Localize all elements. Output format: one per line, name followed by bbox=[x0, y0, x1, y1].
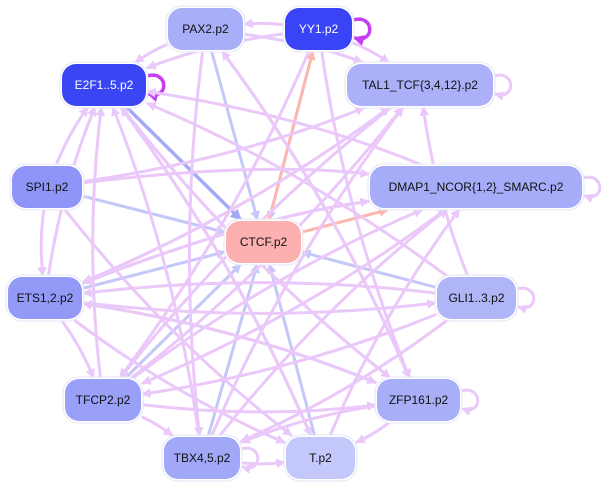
edge-zfp161-to-ets bbox=[82, 300, 377, 384]
node-label: TBX4,5.p2 bbox=[173, 451, 231, 465]
edge-tal1-to-ets bbox=[82, 106, 391, 284]
edge-tfcp2-to-tbx bbox=[141, 415, 174, 437]
edge-gli-to-tbx bbox=[240, 319, 448, 443]
edge-tbx-to-dmap1 bbox=[218, 208, 448, 437]
edge-pax2-to-zfp161 bbox=[221, 50, 411, 379]
node-label: GLI1..3.p2 bbox=[448, 291, 505, 305]
node-label: ETS1,2.p2 bbox=[16, 291, 74, 305]
edge-gli-to-gli bbox=[515, 286, 536, 314]
node-label: TFCP2.p2 bbox=[75, 393, 131, 407]
node-yy1[interactable]: YY1.p2 bbox=[285, 8, 352, 50]
edge-zfp161-to-tbx bbox=[240, 404, 377, 444]
edge-tbx-to-tbx bbox=[239, 446, 260, 474]
node-ctcf[interactable]: CTCF.p2 bbox=[226, 221, 301, 263]
edge-tfcp2-to-zfp161 bbox=[141, 401, 377, 414]
node-label: YY1.p2 bbox=[298, 22, 339, 36]
edge-zfp161-to-t bbox=[355, 421, 390, 444]
edge-gli-to-tfcp2 bbox=[141, 313, 437, 398]
node-gli[interactable]: GLI1..3.p2 bbox=[437, 277, 516, 319]
node-tal1[interactable]: TAL1_TCF{3,4,12}.p2 bbox=[347, 64, 493, 106]
edge-ets-to-gli bbox=[82, 299, 437, 315]
edge-spi1-to-dmap1 bbox=[82, 167, 370, 185]
edge-pax2-to-tbx bbox=[187, 50, 204, 437]
edge-gli-to-ets bbox=[82, 281, 437, 298]
edge-pax2-to-e2f bbox=[134, 43, 168, 64]
edge-tfcp2-to-e2f bbox=[91, 106, 106, 379]
edge-yy1-to-tal1 bbox=[352, 41, 390, 64]
node-spi1[interactable]: SPI1.p2 bbox=[12, 166, 82, 208]
edge-spi1-to-e2f bbox=[55, 106, 89, 166]
edge-tbx-to-t bbox=[240, 458, 286, 469]
node-label: ZFP161.p2 bbox=[388, 393, 449, 407]
edge-ets-to-ctcf bbox=[82, 249, 226, 290]
edge-dmap1-to-e2f bbox=[146, 87, 422, 166]
node-label: T.p2 bbox=[309, 451, 332, 465]
node-dmap1[interactable]: DMAP1_NCOR{1,2}_SMARC.p2 bbox=[370, 166, 582, 208]
node-ets[interactable]: ETS1,2.p2 bbox=[8, 277, 82, 319]
edge-dmap1-to-tfcp2 bbox=[141, 208, 447, 385]
node-tfcp2[interactable]: TFCP2.p2 bbox=[65, 379, 141, 421]
edge-tbx-to-tal1 bbox=[210, 106, 405, 437]
node-label: DMAP1_NCOR{1,2}_SMARC.p2 bbox=[388, 180, 564, 194]
edge-yy1-to-yy1 bbox=[351, 17, 372, 46]
edge-yy1-to-tfcp2 bbox=[118, 50, 311, 379]
node-zfp161[interactable]: ZFP161.p2 bbox=[377, 379, 460, 421]
node-label: SPI1.p2 bbox=[25, 180, 69, 194]
node-t[interactable]: T.p2 bbox=[286, 437, 355, 479]
edge-dmap1-to-dmap1 bbox=[581, 175, 602, 203]
node-label: E2F1..5.p2 bbox=[74, 78, 134, 92]
edge-yy1-to-zfp161 bbox=[320, 50, 411, 379]
edge-spi1-to-tal1 bbox=[82, 106, 366, 183]
edge-tfcp2-to-dmap1 bbox=[132, 208, 424, 379]
edge-zfp161-to-zfp161 bbox=[459, 388, 480, 416]
edge-yy1-to-pax2 bbox=[243, 18, 285, 29]
node-tbx[interactable]: TBX4,5.p2 bbox=[164, 437, 240, 479]
edge-e2f-to-t bbox=[119, 106, 313, 437]
node-label: TAL1_TCF{3,4,12}.p2 bbox=[362, 78, 478, 92]
node-pax2[interactable]: PAX2.p2 bbox=[168, 8, 243, 50]
edge-ets-to-tfcp2 bbox=[60, 319, 95, 379]
edge-gli-to-e2f bbox=[146, 102, 447, 277]
node-label: PAX2.p2 bbox=[182, 22, 229, 36]
edge-ctcf-to-dmap1 bbox=[301, 207, 389, 234]
node-label: CTCF.p2 bbox=[239, 235, 288, 249]
edge-tbx-to-ctcf bbox=[207, 263, 260, 437]
edge-spi1-to-ctcf bbox=[82, 194, 226, 235]
edge-tal1-to-tal1 bbox=[492, 73, 513, 101]
edge-spi1-to-ets bbox=[37, 208, 47, 277]
edge-tbx-to-e2f bbox=[111, 106, 201, 437]
node-e2f[interactable]: E2F1..5.p2 bbox=[62, 64, 146, 106]
